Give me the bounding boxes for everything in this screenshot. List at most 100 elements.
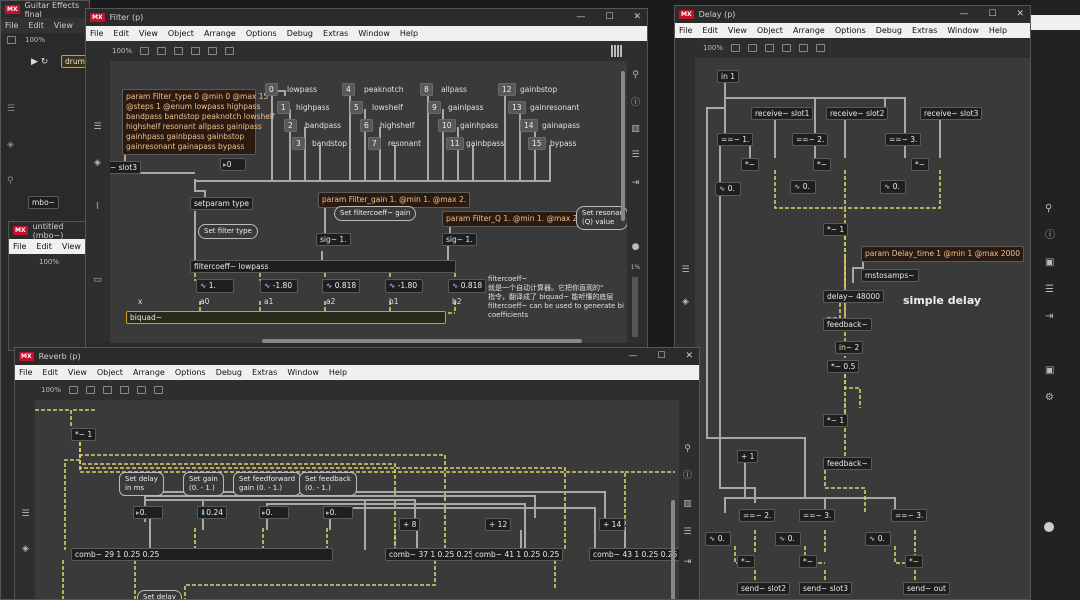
menu-edit[interactable]: Edit [702,26,718,35]
zoom-level[interactable]: 100% [39,258,60,266]
number-box-1[interactable]: ∿ 0. [715,182,741,196]
receive-slot1-object[interactable]: receive~ slot1 [751,107,814,120]
menu-icon[interactable]: ☰ [681,265,690,275]
info-icon[interactable]: ⓘ [682,471,692,481]
sig-q-object[interactable]: sig~ 1. [442,233,477,246]
menu-view[interactable]: View [53,21,73,30]
menu-object[interactable]: Object [756,26,783,35]
menu-view[interactable]: View [67,368,87,377]
vertical-scrollbar[interactable] [671,500,675,599]
minimize-icon[interactable]: — [576,12,586,22]
in-2-object[interactable]: in~ 2 [835,341,864,354]
menu-window[interactable]: Window [358,29,390,38]
send-out-object[interactable]: send~ out [903,582,950,595]
align-icon[interactable] [799,44,809,52]
enum-msg-15[interactable]: 15 [528,137,546,150]
mul-3-object[interactable]: *~ [911,158,930,171]
filter-canvas[interactable]: param Filter_type 0 @min 0 @max 15 @step… [110,61,627,345]
snap-icon[interactable] [191,47,201,55]
horizontal-scrollbar[interactable] [262,339,582,343]
menu-arrange[interactable]: Arrange [203,29,236,38]
dot-icon[interactable]: ● [631,242,640,252]
menu-extras[interactable]: Extras [252,368,278,377]
present-icon[interactable] [174,47,184,55]
search-icon[interactable]: ⚲ [684,444,691,454]
fill-icon[interactable] [154,386,164,394]
mstosamps-object[interactable]: mstosamps~ [861,269,919,282]
menu-options[interactable]: Options [245,29,277,38]
drumloop-object[interactable]: drumL [61,55,89,68]
menu-arrange[interactable]: Arrange [792,26,825,35]
menu-edit[interactable]: Edit [36,242,52,251]
menu-edit[interactable]: Edit [113,29,129,38]
setparam-object[interactable]: setparam type [190,197,253,210]
comb-37-object[interactable]: comb~ 37 1 0.25 0.25 [385,548,478,561]
book-icon[interactable]: ▥ [683,499,692,509]
enum-msg-13[interactable]: 13 [508,101,526,114]
number-box-2[interactable]: ∿ 0. [790,180,816,194]
menu-debug[interactable]: Debug [215,368,243,377]
enum-msg-8[interactable]: 8 [420,83,433,96]
menu-icon[interactable]: ☰ [93,122,102,132]
feedback-object[interactable]: feedback~ [823,318,872,331]
menu-options[interactable]: Options [834,26,866,35]
delay-number[interactable]: ▸0. [133,506,163,519]
mul-1-object[interactable]: *~ 1 [823,223,849,236]
enum-msg-10[interactable]: 10 [438,119,456,132]
menu-debug[interactable]: Debug [875,26,903,35]
receive-slot3-object[interactable]: receive~ slot3 [920,107,983,120]
menu-icon[interactable]: ☰ [21,509,30,519]
mul-5-object[interactable]: *~ [799,555,818,568]
info-icon[interactable]: ⓘ [630,98,640,108]
enum-msg-0[interactable]: 0 [265,83,278,96]
fill-icon[interactable] [816,44,826,52]
present-icon[interactable] [103,386,113,394]
export-icon[interactable]: ⇥ [631,178,640,188]
enum-msg-1[interactable]: 1 [277,101,290,114]
plus-1-object[interactable]: + 1 [737,450,759,463]
menu-file[interactable]: File [5,21,19,30]
enum-msg-5[interactable]: 5 [350,101,363,114]
coeff-b1-number[interactable]: ∿ -1.80 [385,279,423,293]
param-filter-type[interactable]: param Filter_type 0 @min 0 @max 15 @step… [122,89,275,155]
fill-icon[interactable] [225,47,235,55]
panel-icon[interactable]: ▭ [93,275,102,285]
maximize-icon[interactable]: ☐ [605,12,614,22]
close-icon[interactable]: ✕ [633,12,641,22]
volume-slider[interactable] [632,277,638,337]
gain-number[interactable]: ⬇0.24 [197,506,227,519]
feedback-2-object[interactable]: feedback~ [823,457,872,470]
menu-file[interactable]: File [679,26,693,35]
mul-1-object[interactable]: *~ 1 [71,428,97,441]
mul-1b-object[interactable]: *~ 1 [823,414,849,427]
menu-object[interactable]: Object [167,29,194,38]
zoom-level[interactable]: 100% [25,36,46,44]
mul-6-object[interactable]: *~ [905,555,924,568]
align-icon[interactable] [137,386,147,394]
book-icon[interactable]: ▥ [631,124,640,134]
plus-12-object[interactable]: + 12 [485,518,512,531]
grid-icon[interactable] [86,386,96,394]
filtercoeff-object[interactable]: filtercoeff~ lowpass [190,260,456,273]
delay-canvas[interactable]: in 1 receive~ slot1 receive~ slot2 recei… [695,58,1025,599]
maximize-icon[interactable]: ☐ [988,9,997,19]
menu-edit[interactable]: Edit [28,21,44,30]
lock-icon[interactable] [69,386,79,394]
number-box-5[interactable]: ∿ 0. [775,532,801,546]
eq-2b-object[interactable]: ==~ 2. [739,509,776,522]
vertical-scrollbar[interactable] [621,71,625,221]
slot3-object[interactable]: ~ slot3 [110,161,141,174]
menu-file[interactable]: File [13,242,27,251]
present-icon[interactable] [765,44,775,52]
menu-arrange[interactable]: Arrange [132,368,165,377]
maximize-icon[interactable]: ☐ [657,351,666,361]
param-delay-time[interactable]: param Delay_time 1 @min 1 @max 2000 [861,246,1024,262]
menu-file[interactable]: File [19,368,33,377]
close-icon[interactable]: ✕ [685,351,693,361]
menu-help[interactable]: Help [988,26,1008,35]
comb-43-object[interactable]: comb~ 43 1 0.25 0.25 [589,548,679,561]
snap-icon[interactable] [120,386,130,394]
